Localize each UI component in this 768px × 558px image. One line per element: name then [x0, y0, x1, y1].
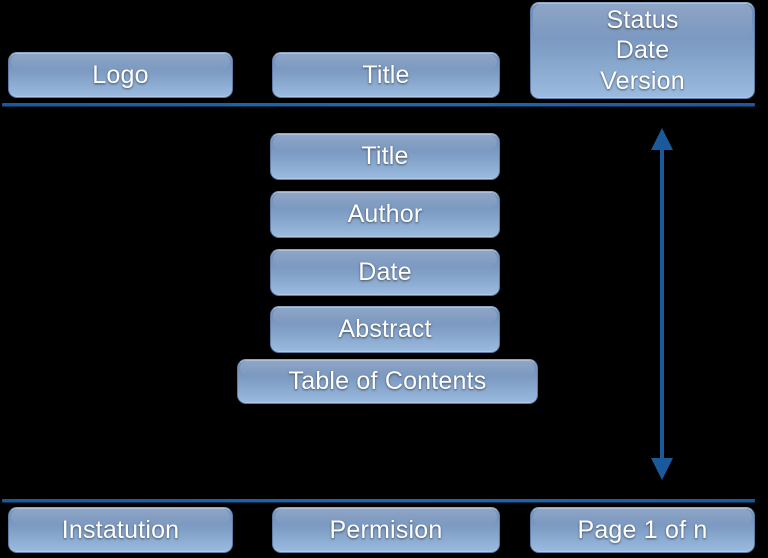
- header-logo-label: Logo: [92, 60, 149, 89]
- body-item-abstract[interactable]: Abstract: [270, 306, 500, 353]
- footer-permission-box[interactable]: Permision: [272, 507, 500, 553]
- arrow-head-down-icon: [651, 458, 673, 480]
- body-item-author-label: Author: [347, 200, 423, 229]
- footer-page-box[interactable]: Page 1 of n: [530, 507, 755, 553]
- body-item-author[interactable]: Author: [270, 191, 500, 238]
- vertical-double-arrow: [646, 128, 678, 480]
- body-item-date[interactable]: Date: [270, 249, 500, 296]
- body-item-abstract-label: Abstract: [338, 315, 432, 344]
- footer-page-label: Page 1 of n: [577, 515, 708, 544]
- body-item-date-label: Date: [358, 258, 412, 287]
- footer-institution-label: Instatution: [61, 515, 180, 544]
- footer-institution-box[interactable]: Instatution: [8, 507, 233, 553]
- arrow-shaft: [660, 146, 664, 462]
- header-title-box[interactable]: Title: [272, 52, 500, 98]
- body-item-table-of-contents-label: Table of Contents: [288, 367, 487, 396]
- body-item-title-label: Title: [361, 142, 409, 171]
- header-title-label: Title: [362, 60, 410, 89]
- footer-permission-label: Permision: [329, 515, 443, 544]
- header-meta-box[interactable]: Status Date Version: [530, 2, 755, 99]
- header-divider-line: [2, 103, 755, 106]
- header-version-label: Version: [600, 66, 685, 95]
- arrow-head-up-icon: [651, 128, 673, 150]
- header-status-label: Status: [606, 5, 679, 34]
- body-item-title[interactable]: Title: [270, 133, 500, 180]
- header-date-label: Date: [615, 36, 670, 65]
- header-logo-box[interactable]: Logo: [8, 52, 233, 98]
- footer-divider-line: [2, 499, 755, 502]
- body-item-table-of-contents[interactable]: Table of Contents: [237, 359, 538, 404]
